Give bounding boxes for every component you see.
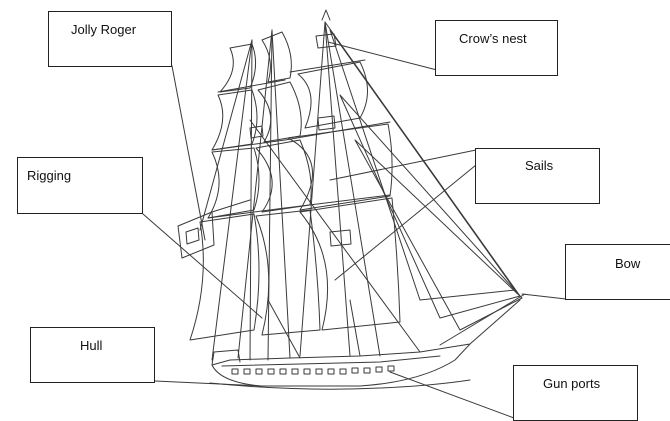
- hull-rail: [222, 356, 440, 366]
- hull-stern: [212, 350, 240, 365]
- gun-port: [328, 369, 334, 374]
- sail: [262, 32, 291, 82]
- leader-line-rigging: [143, 214, 262, 318]
- crows-nest-label: Crow’s nest: [459, 32, 527, 45]
- gun-port: [376, 367, 382, 372]
- bowsprit: [440, 294, 525, 345]
- gun-port: [316, 369, 322, 374]
- bow-label-box: Bow: [565, 244, 670, 300]
- rigging-line: [350, 300, 360, 356]
- jolly-roger-flag: [178, 212, 214, 258]
- hull-label: Hull: [80, 339, 102, 352]
- sail: [190, 214, 259, 340]
- sail: [258, 82, 301, 142]
- gun-port: [232, 369, 238, 374]
- gun-port: [268, 369, 274, 374]
- sail: [256, 140, 311, 212]
- rigging-line: [325, 22, 380, 356]
- leader-line-bow: [522, 294, 566, 299]
- gun-port: [256, 369, 262, 374]
- rigging-label: Rigging: [27, 169, 71, 182]
- jolly-roger-label-box: Jolly Roger: [48, 11, 172, 67]
- gun-port: [292, 369, 298, 374]
- gun-port: [388, 366, 394, 371]
- gun-port-row: [232, 366, 394, 374]
- gun-ports-label-box: Gun ports: [513, 365, 638, 421]
- gun-port: [364, 368, 370, 373]
- gun-port: [304, 369, 310, 374]
- jolly-roger-flag-detail: [186, 228, 199, 244]
- gun-port: [244, 369, 250, 374]
- gun-port: [340, 369, 346, 374]
- sails-label-box: Sails: [475, 148, 600, 204]
- rigging-line: [268, 300, 300, 358]
- sails-label: Sails: [525, 159, 553, 172]
- rigging-label-box: Rigging: [17, 157, 143, 214]
- crows-nest-detail: [322, 10, 330, 20]
- leader-line-gun-ports: [390, 372, 514, 418]
- fore-mast: [325, 22, 350, 356]
- jolly-roger-label: Jolly Roger: [71, 23, 136, 36]
- leader-line-sails: [330, 150, 476, 180]
- hull-label-box: Hull: [30, 327, 155, 383]
- leader-line-crows-nest: [328, 42, 437, 70]
- gun-port: [352, 368, 358, 373]
- crows-nest-label-box: Crow’s nest: [435, 20, 558, 76]
- sail: [300, 198, 400, 330]
- rigging-line: [300, 22, 325, 356]
- gun-ports-label: Gun ports: [543, 377, 600, 390]
- jib-sail: [340, 95, 520, 318]
- leader-line-hull: [155, 381, 262, 386]
- gun-port: [280, 369, 286, 374]
- leader-line-jolly-roger: [172, 66, 205, 240]
- bow-label: Bow: [615, 257, 640, 270]
- rigging-line: [212, 40, 252, 360]
